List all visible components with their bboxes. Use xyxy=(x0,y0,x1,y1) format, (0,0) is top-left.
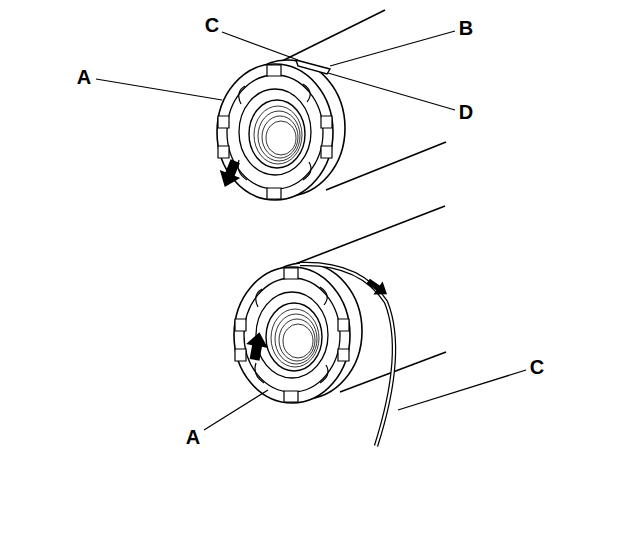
callout-letter: B xyxy=(457,17,475,39)
callout-letter: A xyxy=(75,66,93,88)
rotation-arrow xyxy=(215,157,246,191)
rotation-arrow xyxy=(244,330,271,361)
callout-letter: A xyxy=(184,426,202,448)
callout-letter: C xyxy=(203,14,221,36)
callout-letter: C xyxy=(528,356,546,378)
leader-lines xyxy=(96,31,526,430)
retainer-ring xyxy=(234,263,362,403)
clip-end xyxy=(296,60,330,74)
callout-letter: D xyxy=(457,101,475,123)
pull-arrow xyxy=(364,275,392,301)
wire-clip xyxy=(300,264,394,446)
